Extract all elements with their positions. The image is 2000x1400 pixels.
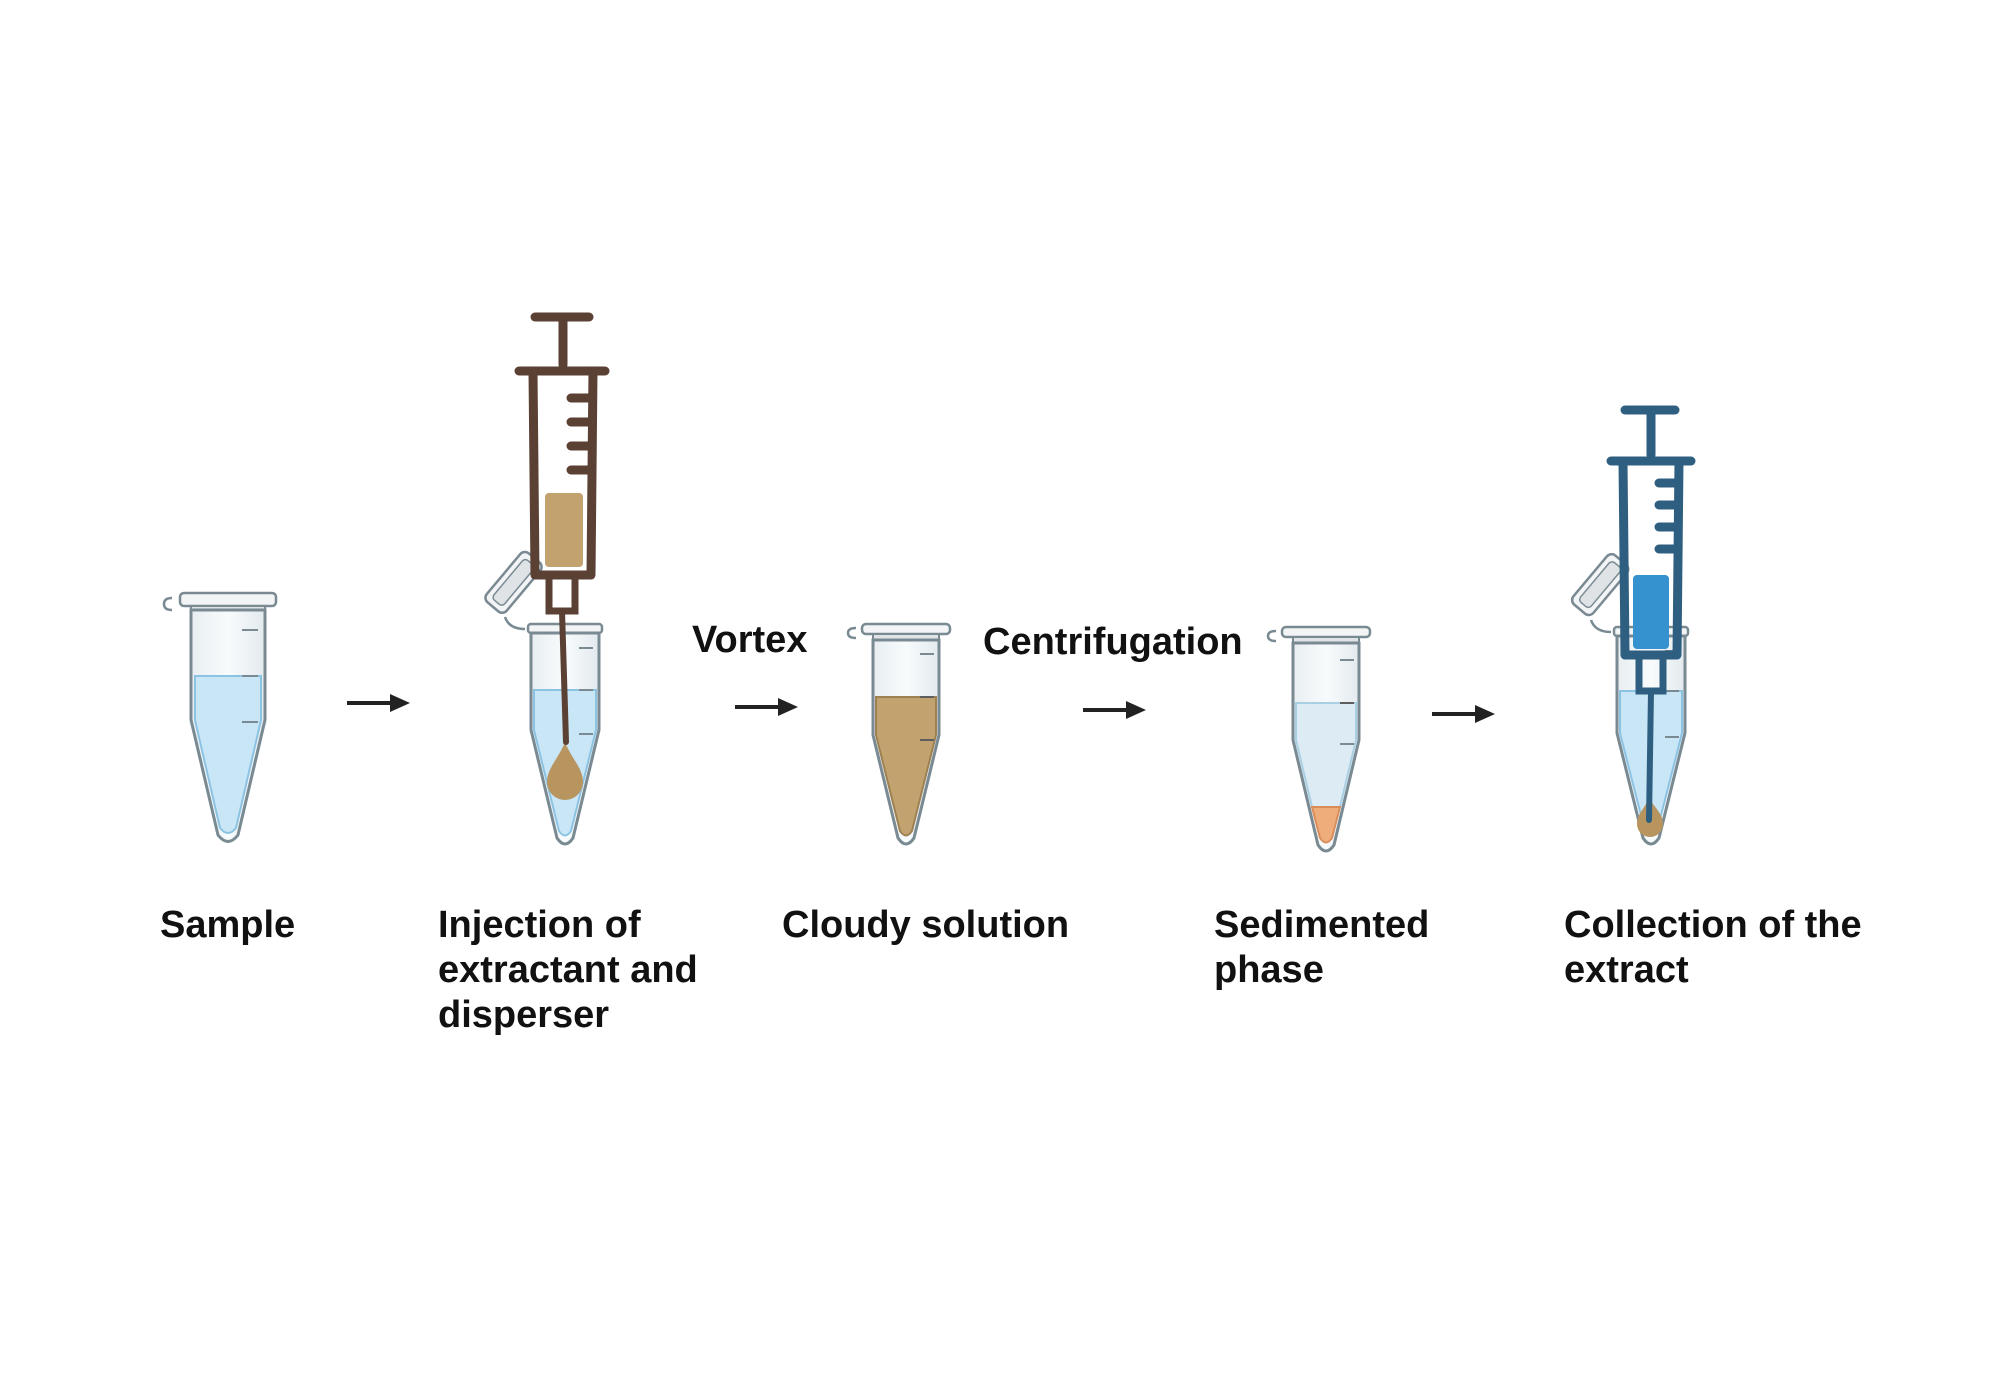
arrow-3 (1083, 701, 1146, 719)
arrow-1 (347, 694, 410, 712)
sediment-tube (1266, 625, 1372, 853)
step-label-sample: Sample (160, 904, 296, 946)
arrow-4 (1432, 705, 1495, 723)
syringe-extract (1633, 575, 1669, 649)
tube-hinge (162, 596, 173, 612)
arrow-2 (735, 698, 798, 716)
water-liquid (194, 675, 262, 834)
cloudy-tube (846, 622, 952, 846)
injection-tube (484, 550, 604, 846)
cloudy-liquid (875, 696, 937, 837)
syringe-liquid (545, 493, 583, 567)
syringe-blue (1606, 405, 1696, 823)
extractant-droplet (547, 742, 583, 800)
step-label-injection: Injection of extractant and disperser (438, 904, 698, 1036)
sediment-phase (1310, 806, 1342, 844)
step-label-collection: Collection of the extract (1564, 904, 1862, 991)
syringe-brown (514, 312, 610, 745)
step-label-cloudy: Cloudy solution (782, 904, 1070, 946)
sample-tube (162, 591, 278, 843)
step-label-sediment: Sedimented phase (1214, 904, 1430, 991)
tube-cap-rim (178, 591, 278, 608)
transition-label-vortex: Vortex (692, 619, 808, 661)
transition-label-centrifugation: Centrifugation (983, 621, 1243, 663)
